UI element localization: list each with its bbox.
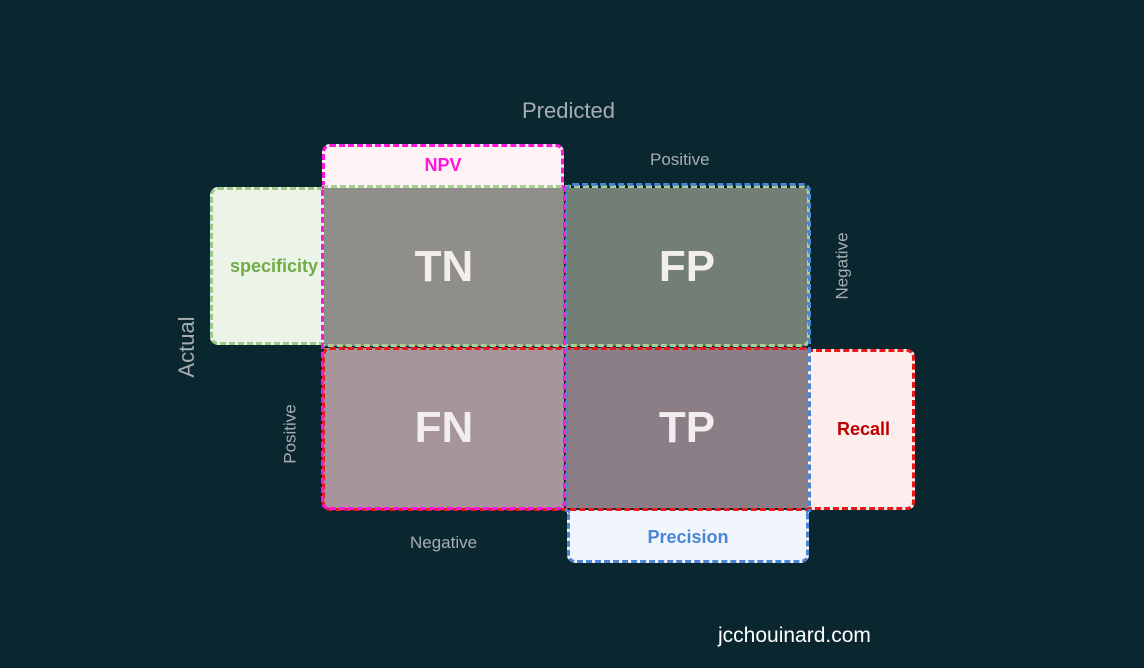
recall-box: Recall xyxy=(807,349,915,510)
predicted-axis-title: Predicted xyxy=(522,98,615,123)
precision-box: Precision xyxy=(567,510,809,563)
site-credit: jcchouinard.com xyxy=(718,624,871,647)
npv-label: NPV xyxy=(424,155,462,175)
false-positive-cell: FP xyxy=(566,188,808,346)
actual-axis-title: Actual xyxy=(174,316,199,378)
specificity-box: specificity xyxy=(210,187,324,345)
predicted-positive-label: Positive xyxy=(650,150,710,169)
true-negative-label: TN xyxy=(414,242,474,291)
true-negative-cell: TN xyxy=(324,188,564,346)
specificity-label: specificity xyxy=(229,255,318,276)
precision-label: Precision xyxy=(647,526,729,547)
true-positive-label: TP xyxy=(658,403,716,452)
predicted-negative-label: Negative xyxy=(410,533,478,552)
recall-label: Recall xyxy=(836,419,890,439)
false-negative-label: FN xyxy=(414,403,474,452)
actual-negative-label: Negative xyxy=(832,232,852,300)
false-positive-label: FP xyxy=(658,242,716,291)
false-negative-cell: FN xyxy=(324,348,564,508)
npv-box: NPV xyxy=(322,144,564,188)
actual-positive-label: Positive xyxy=(280,404,300,464)
true-positive-cell: TP xyxy=(566,348,808,508)
